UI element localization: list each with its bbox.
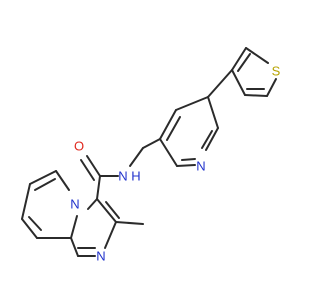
bond (207, 96, 219, 129)
sulfur-atom: S (272, 64, 281, 79)
bond (159, 138, 178, 167)
bridgehead-nitrogen-atom: N (70, 197, 79, 212)
amide-nitrogen-atom: N (118, 169, 127, 184)
bond (244, 94, 268, 97)
imidazole-nitrogen-atom: N (96, 249, 105, 264)
thiophene-ring (231, 47, 277, 97)
bond (207, 69, 233, 98)
bond (29, 170, 57, 185)
bond (87, 198, 98, 210)
double-bond (181, 158, 196, 161)
bond (96, 175, 101, 200)
bond (142, 138, 161, 149)
amide-hydrogen-atom: H (131, 169, 140, 184)
bond (245, 47, 269, 64)
bond (104, 221, 117, 249)
bond (231, 47, 247, 71)
double-bond (201, 130, 213, 149)
double-bond (28, 216, 42, 231)
bond (55, 170, 70, 191)
imidazopyridine-ring (21, 170, 144, 257)
bond (159, 109, 177, 140)
bond (21, 183, 31, 220)
bond (205, 127, 219, 151)
bond (266, 78, 277, 97)
bond (129, 147, 144, 167)
pyridine-nitrogen-atom: N (196, 159, 205, 174)
double-bond (237, 53, 251, 72)
bond (115, 221, 144, 225)
double-bond (86, 155, 101, 177)
bond (231, 69, 246, 96)
bond (175, 96, 209, 111)
oxygen-atom: O (74, 139, 84, 154)
pyridine-ring (159, 96, 219, 167)
bond (70, 237, 79, 257)
double-bond (34, 178, 56, 191)
bond (70, 215, 78, 239)
double-bond (80, 159, 95, 181)
double-bond (166, 116, 181, 141)
bond (96, 198, 117, 223)
double-bond (105, 201, 120, 219)
bond (176, 164, 196, 167)
chemical-structure: S N O N H N N (21, 47, 281, 264)
bond (21, 218, 38, 239)
